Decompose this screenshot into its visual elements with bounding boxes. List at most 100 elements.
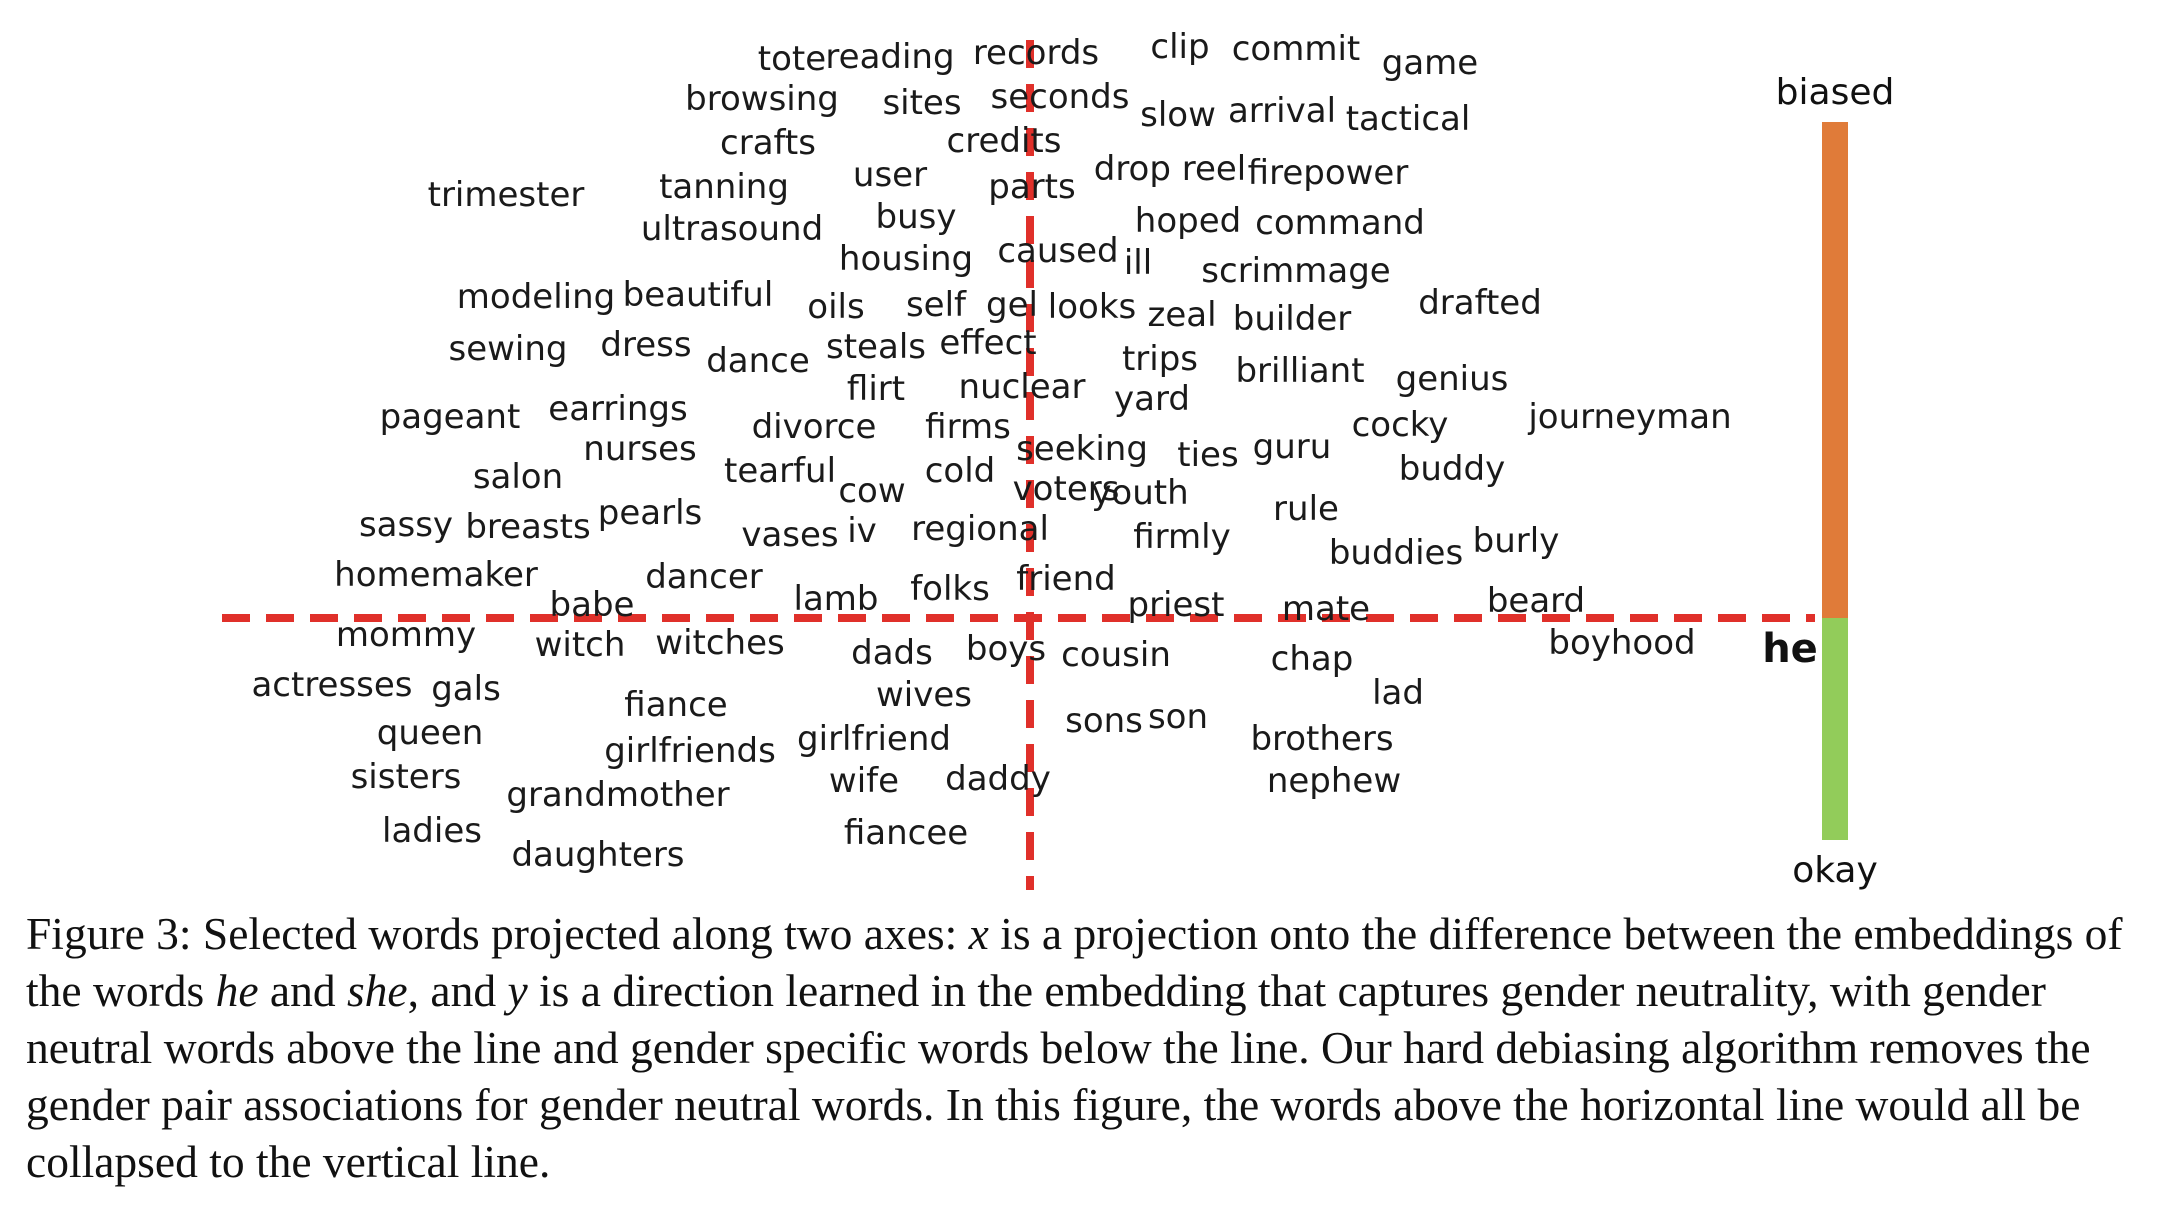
word-self: self xyxy=(906,285,967,325)
word-fiance: fiance xyxy=(624,685,727,725)
word-folks: folks xyxy=(910,569,990,609)
word-ultrasound: ultrasound xyxy=(641,209,823,249)
word-dads: dads xyxy=(851,633,933,673)
word-homemaker: homemaker xyxy=(334,555,538,595)
word-queen: queen xyxy=(377,713,484,753)
caption-math-y: y xyxy=(507,965,528,1016)
word-divorce: divorce xyxy=(752,407,877,447)
word-commit: commit xyxy=(1232,29,1361,69)
word-busy: busy xyxy=(876,197,957,237)
word-lamb: lamb xyxy=(794,579,879,619)
word-tote: tote xyxy=(758,39,826,79)
word-cold: cold xyxy=(925,451,996,491)
word-game: game xyxy=(1382,43,1478,83)
word-seeking: seeking xyxy=(1016,429,1148,469)
word-witches: witches xyxy=(655,623,784,663)
word-steals: steals xyxy=(826,327,926,367)
word-girlfriend: girlfriend xyxy=(797,719,951,759)
word-browsing: browsing xyxy=(685,79,839,119)
word-dancer: dancer xyxy=(645,557,763,597)
word-daddy: daddy xyxy=(945,759,1051,799)
word-firmly: firmly xyxy=(1133,517,1230,557)
word-clip: clip xyxy=(1150,27,1209,67)
word-hoped: hoped xyxy=(1135,201,1241,241)
caption-math-he: he xyxy=(215,965,259,1016)
caption-math-she: she xyxy=(346,965,408,1016)
word-ill: ill xyxy=(1124,243,1152,283)
word-chap: chap xyxy=(1271,639,1354,679)
biased-scale-bar xyxy=(1822,122,1848,618)
word-brothers: brothers xyxy=(1250,719,1393,759)
word-command: command xyxy=(1255,203,1425,243)
word-records: records xyxy=(973,33,1099,73)
word-credits: credits xyxy=(947,121,1062,161)
word-oils: oils xyxy=(807,287,864,327)
word-cocky: cocky xyxy=(1352,405,1449,445)
word-sons: sons xyxy=(1065,701,1143,741)
word-boyhood: boyhood xyxy=(1548,623,1695,663)
word-burly: burly xyxy=(1473,521,1560,561)
word-nephew: nephew xyxy=(1267,761,1401,801)
word-mommy: mommy xyxy=(336,615,476,655)
word-journeyman: journeyman xyxy=(1527,397,1731,437)
word-tactical: tactical xyxy=(1346,99,1471,139)
word-priest: priest xyxy=(1128,585,1225,625)
word-crafts: crafts xyxy=(720,123,816,163)
word-brilliant: brilliant xyxy=(1235,351,1364,391)
word-drop-reel: drop reel xyxy=(1094,149,1247,189)
word-son: son xyxy=(1148,697,1208,737)
caption-text-1: Figure 3: Selected words projected along… xyxy=(26,908,969,959)
word-iv: iv xyxy=(847,511,877,551)
word-ladies: ladies xyxy=(382,811,482,851)
figure-caption: Figure 3: Selected words projected along… xyxy=(26,905,2146,1190)
word-flirt: flirt xyxy=(847,369,905,409)
word-grandmother: grandmother xyxy=(506,775,729,815)
word-dress: dress xyxy=(600,325,691,365)
okay-label: okay xyxy=(1792,850,1878,891)
word-genius: genius xyxy=(1396,359,1509,399)
word-pearls: pearls xyxy=(598,493,702,533)
word-boys: boys xyxy=(966,629,1046,669)
word-regional: regional xyxy=(911,509,1049,549)
word-lad: lad xyxy=(1372,673,1424,713)
caption-text-2: is a projection onto the difference betw… xyxy=(26,908,2123,1016)
word-reading: reading xyxy=(825,37,954,77)
word-looks: looks xyxy=(1048,287,1136,327)
word-earrings: earrings xyxy=(548,389,687,429)
word-ties: ties xyxy=(1177,435,1238,475)
word-builder: builder xyxy=(1233,299,1352,339)
word-modeling: modeling xyxy=(457,277,615,317)
word-friend: friend xyxy=(1016,559,1115,599)
word-nuclear: nuclear xyxy=(959,367,1086,407)
word-girlfriends: girlfriends xyxy=(604,731,776,771)
word-tanning: tanning xyxy=(659,167,789,207)
caption-text-3: and xyxy=(258,965,347,1016)
word-voters: voters xyxy=(1013,469,1120,509)
caption-text-5: is a direction learned in the embedding … xyxy=(26,965,2091,1187)
word-gel: gel xyxy=(986,285,1038,325)
caption-text-4: , and xyxy=(407,965,508,1016)
word-firepower: firepower xyxy=(1248,153,1409,193)
word-guru: guru xyxy=(1253,427,1332,467)
word-sites: sites xyxy=(882,83,961,123)
word-sassy: sassy xyxy=(359,505,453,545)
word-wives: wives xyxy=(876,675,972,715)
word-daughters: daughters xyxy=(511,835,684,875)
word-parts: parts xyxy=(988,167,1075,207)
word-gals: gals xyxy=(431,669,501,709)
word-actresses: actresses xyxy=(251,665,412,705)
word-cousin: cousin xyxy=(1061,635,1171,675)
word-effect: effect xyxy=(939,323,1036,363)
word-zeal: zeal xyxy=(1147,295,1216,335)
word-vases: vases xyxy=(741,515,838,555)
word-mate: mate xyxy=(1282,589,1370,629)
word-buddies: buddies xyxy=(1329,533,1463,573)
word-nurses: nurses xyxy=(583,429,696,469)
word-user: user xyxy=(853,155,927,195)
word-youth: youth xyxy=(1091,473,1188,513)
word-trips: trips xyxy=(1122,339,1198,379)
word-yard: yard xyxy=(1114,379,1190,419)
word-salon: salon xyxy=(473,457,563,497)
